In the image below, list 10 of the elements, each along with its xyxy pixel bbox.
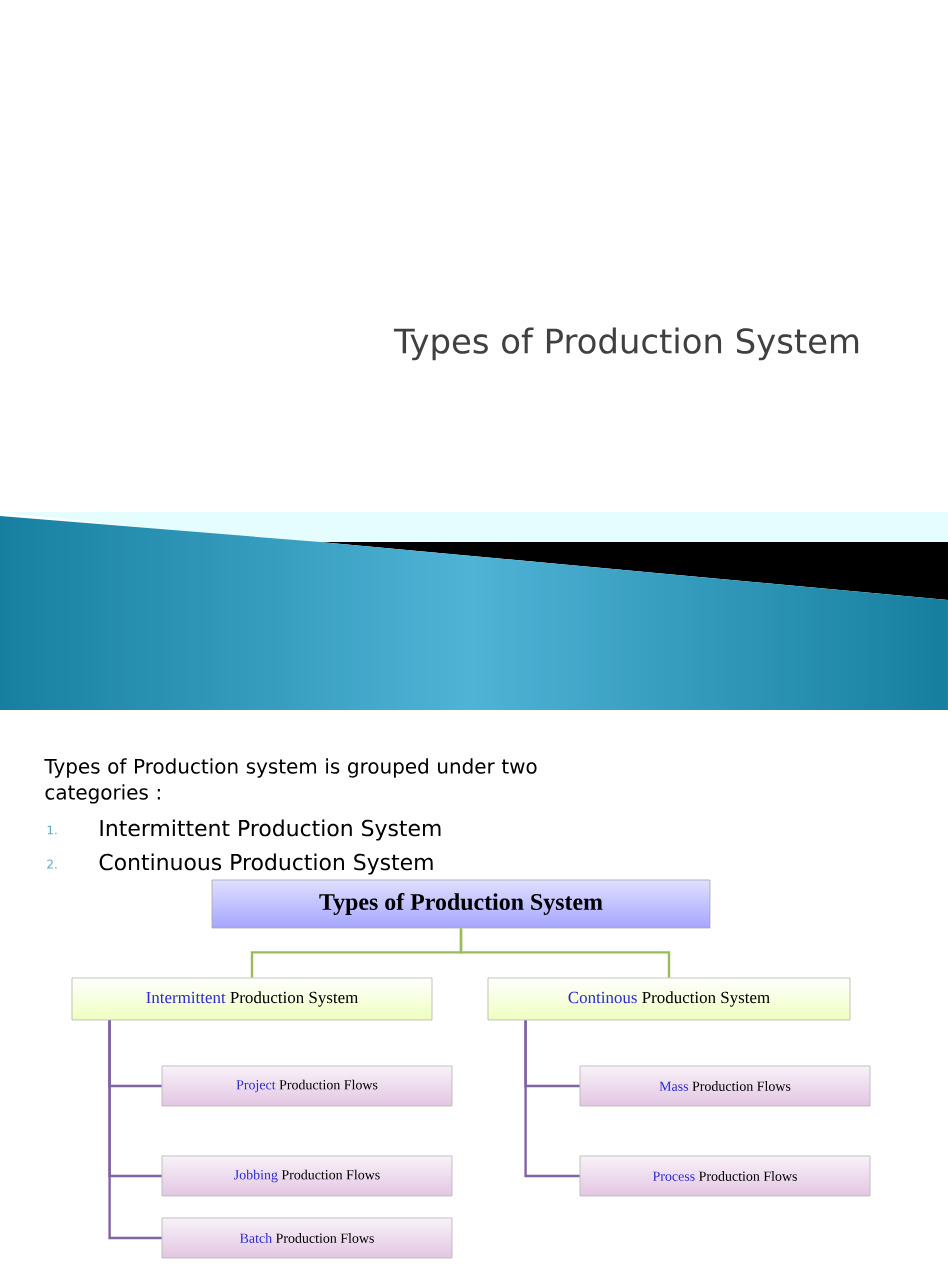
connector-line bbox=[108, 1020, 162, 1240]
list-item: Intermittent Production System bbox=[100, 819, 441, 841]
heading-box: Types of Production System bbox=[211, 879, 711, 929]
connector-line bbox=[459, 928, 671, 978]
list-item: Continuous Production System bbox=[99, 853, 433, 875]
connector-line bbox=[524, 1020, 580, 1178]
slide-title: Types of Production System bbox=[393, 327, 859, 361]
category-box: Continous Production System bbox=[487, 977, 851, 1021]
intro-text: Types of Production system is grouped under two categories : bbox=[44, 758, 537, 804]
category-box: Intermittent Production System bbox=[71, 977, 433, 1021]
